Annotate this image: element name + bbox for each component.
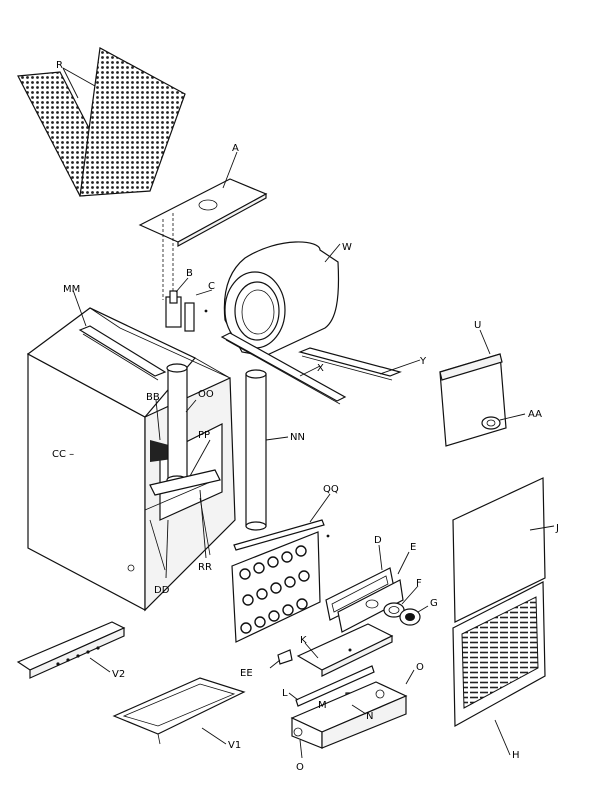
leader-dd: [165, 519, 169, 579]
strip-part-mm: [72, 289, 167, 381]
label-k: K: [300, 635, 307, 646]
strip-part-qq: [233, 493, 331, 551]
label-w: W: [342, 242, 352, 253]
ring-part-g: [399, 605, 429, 626]
label-f: F: [416, 578, 422, 589]
rail-part-x: [220, 332, 347, 405]
label-oo: OO: [198, 389, 214, 400]
label-ee: EE: [240, 668, 253, 679]
label-j: J: [555, 523, 559, 534]
pipe-part-nn: [245, 369, 289, 531]
label-e: E: [410, 542, 416, 553]
label-v1: V1: [228, 740, 241, 751]
leader-o-upper: [405, 669, 415, 685]
frame-part-e: [337, 551, 410, 633]
tray-part-v2: [16, 621, 126, 679]
collar-part-pp: [149, 439, 221, 496]
plate-part-k: [296, 623, 394, 677]
label-y: Y: [419, 356, 427, 367]
label-g: G: [430, 598, 438, 609]
label-qq: QQ: [323, 484, 339, 495]
fastener-part-ee: [269, 649, 293, 669]
label-l: L: [282, 688, 288, 699]
clip-part-aa: [481, 413, 526, 430]
box-part-n: [290, 681, 408, 749]
leader-o-lower: [299, 739, 303, 759]
door-part-j: [452, 477, 555, 623]
label-v2: V2: [112, 669, 125, 680]
label-n: N: [366, 711, 373, 722]
label-b: B: [186, 268, 193, 279]
label-m: M: [318, 700, 327, 711]
leader-rr: [199, 489, 207, 559]
tray-part-v1: [112, 677, 246, 745]
rail-part-y: [298, 347, 421, 381]
label-o-upper: O: [416, 662, 424, 673]
label-dd: DD: [154, 585, 170, 596]
bracket-part-l: [288, 665, 375, 707]
label-bb: BB: [146, 392, 160, 403]
label-rr: RR: [198, 562, 212, 573]
label-mm: MM: [63, 284, 80, 295]
label-pp: PP: [198, 430, 210, 441]
label-d: D: [374, 535, 382, 546]
label-x: X: [317, 363, 324, 374]
bracket-part-c: [184, 289, 213, 332]
blower-part-w: [223, 241, 341, 357]
top-plate-part-a: [138, 151, 268, 300]
label-c: C: [208, 281, 215, 292]
label-aa: AA: [528, 409, 542, 420]
leader-bb: [155, 399, 161, 441]
label-nn: NN: [290, 432, 305, 443]
label-cc: CC –: [52, 449, 74, 460]
burner-panel: [231, 531, 321, 643]
label-u: U: [474, 320, 481, 331]
label-h: H: [512, 750, 520, 761]
label-o-lower: O: [296, 762, 304, 773]
bracket-part-b: [165, 277, 189, 328]
grille-door-part-h: [452, 581, 546, 756]
label-a: A: [232, 143, 239, 154]
filter-part-r: [17, 47, 186, 197]
label-r: R: [56, 60, 63, 71]
